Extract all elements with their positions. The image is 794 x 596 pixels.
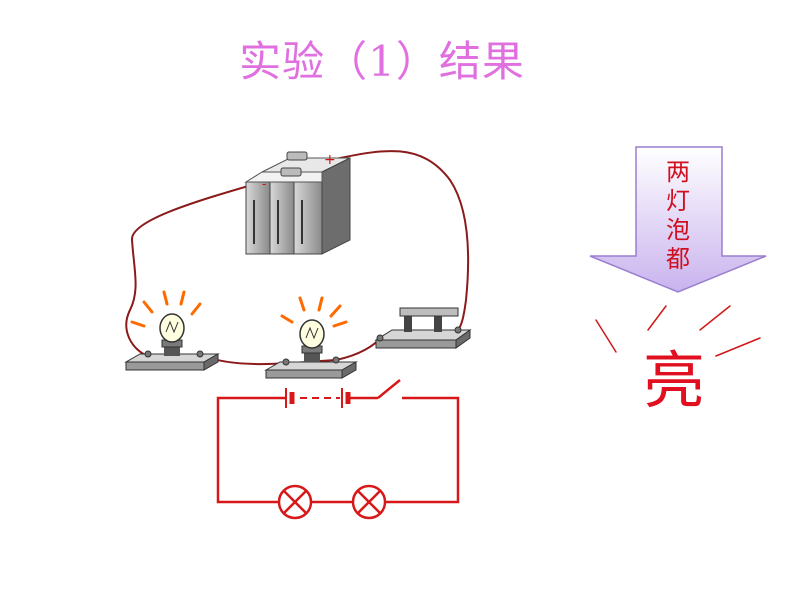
schematic-lamp-2 — [351, 484, 387, 520]
circuit-schematic — [216, 379, 460, 520]
battery-negative-label: - — [262, 177, 266, 191]
wire-battery-to-switch — [329, 150, 470, 331]
middle-bulb-glow — [280, 296, 348, 328]
schematic-switch-blade — [377, 379, 401, 399]
result-rays — [595, 305, 761, 357]
wire-battery-to-left-bulb — [125, 181, 263, 357]
battery-pack: - + — [244, 151, 351, 255]
left-bulb-glow — [130, 290, 202, 328]
wire-middle-bulb-to-switch — [335, 337, 381, 361]
down-arrow — [589, 146, 767, 293]
switch-board — [374, 307, 472, 349]
schematic-lamp-1 — [277, 484, 313, 520]
schematic-wire-right — [386, 396, 460, 504]
arrow-label: 两灯泡都 — [666, 158, 690, 273]
middle-bulb-board — [264, 319, 358, 379]
slide-title: 实验（1）结果 — [239, 37, 525, 86]
schematic-wire-left — [216, 396, 286, 504]
battery-positive-label: + — [324, 152, 336, 168]
left-bulb-board — [124, 313, 220, 371]
result-word: 亮 — [642, 344, 705, 417]
